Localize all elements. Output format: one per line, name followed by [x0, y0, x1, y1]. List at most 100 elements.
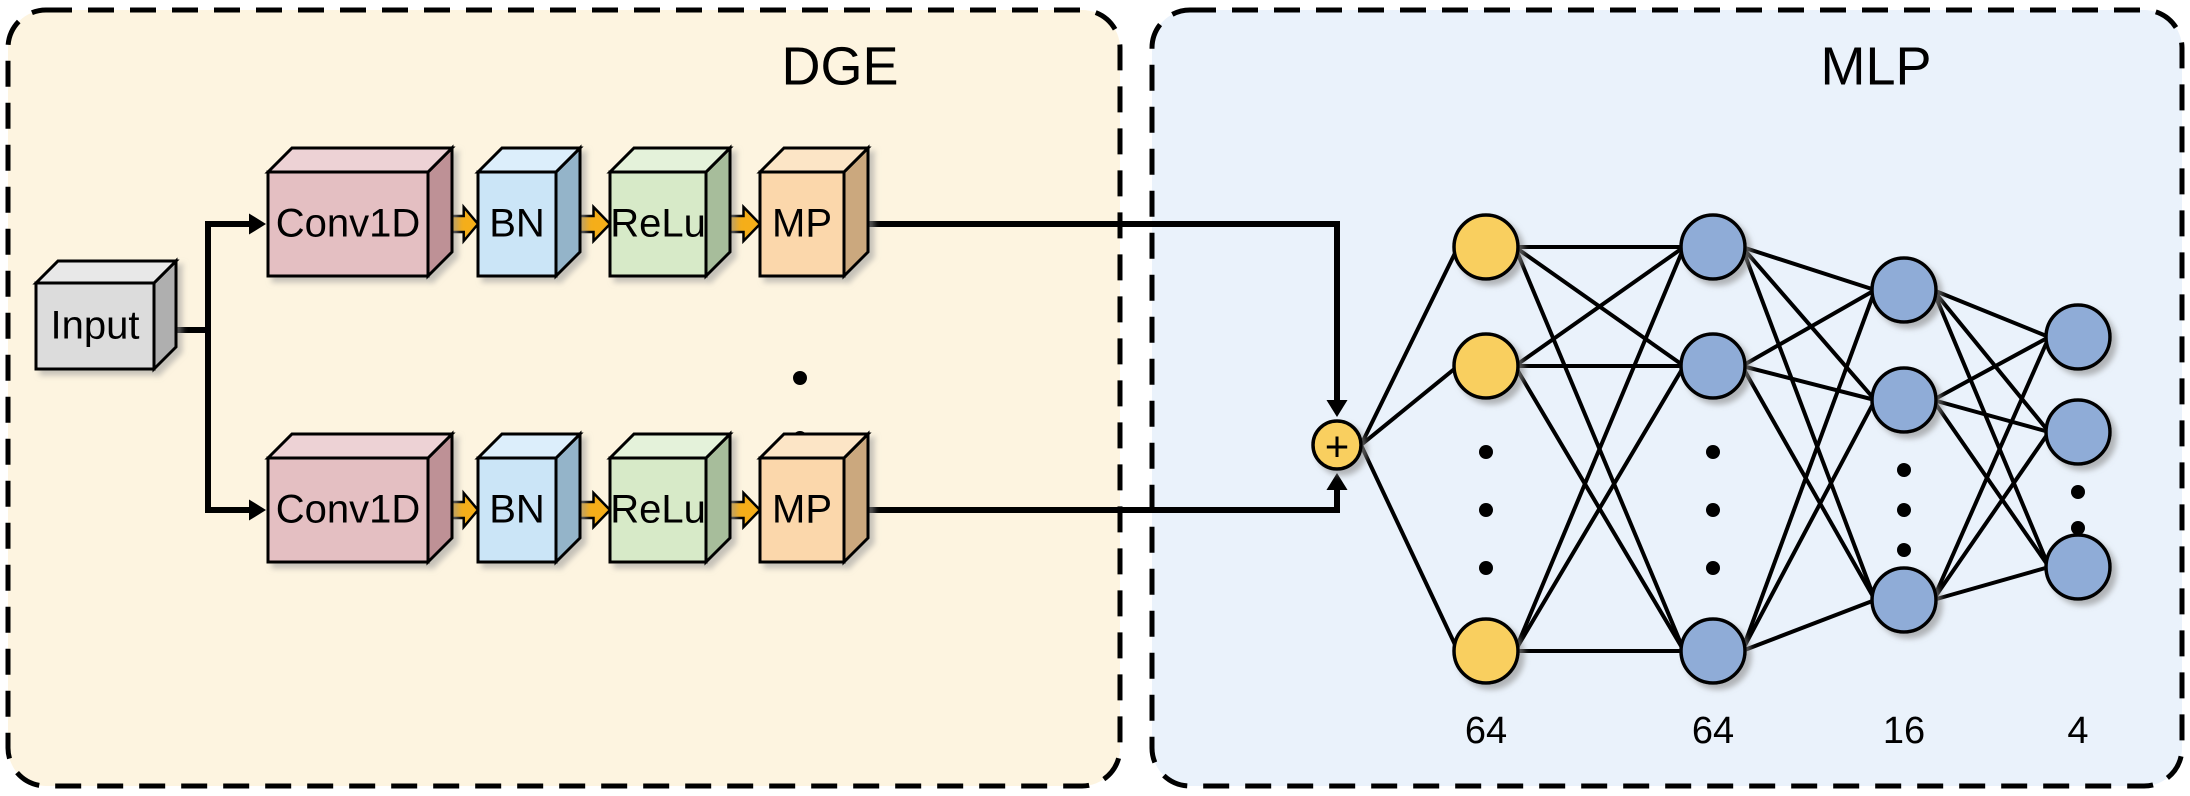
panel-dge	[5, 7, 1123, 789]
ellipsis-dot-mlp-input-2	[1706, 561, 1720, 575]
block-front-face	[476, 170, 558, 278]
sum-node	[1311, 419, 1363, 471]
blocks-layer	[32, 144, 872, 566]
block-bn-top	[474, 144, 584, 280]
edge-mlp-hidden-0-to-mlp-output-2	[1931, 289, 2051, 568]
block-relu-bottom	[606, 430, 734, 566]
flow-lines-layer	[173, 203, 1348, 531]
arrow-bn-top-to-relu-top	[578, 203, 612, 245]
ellipsis-dot-mlp-hidden-2	[1897, 543, 1911, 557]
edge-mlp-hidden-2-to-mlp-output-0	[1931, 336, 2051, 601]
arrowhead-sum-bottom	[1326, 473, 1348, 490]
ellipsis-dot-mlp-hidden-0	[1897, 463, 1911, 477]
layer-size-label-mlp-hidden: 16	[1883, 710, 1925, 752]
edge-dge-output-1-to-mlp-input-0	[1513, 245, 1686, 368]
neuron-mlp-hidden-2	[1870, 566, 1938, 634]
arrow-relu-top-to-mp-top	[728, 203, 762, 245]
neuron-dge-output-2	[1452, 617, 1520, 685]
edge-mlp-input-0-to-mlp-hidden-0	[1741, 245, 1876, 292]
layer-size-label-mlp-input: 64	[1692, 710, 1734, 752]
arrow-conv1d-bottom-to-bn-bottom	[450, 489, 480, 531]
block-front-face	[34, 281, 156, 371]
edge-mlp-input-2-to-mlp-hidden-0	[1740, 289, 1877, 652]
arrow-bn-bottom-to-relu-bottom	[578, 489, 612, 531]
neuron-mlp-hidden-0	[1870, 256, 1938, 324]
block-label-relu-top: ReLu	[610, 202, 706, 246]
block-top-face	[264, 432, 456, 460]
edge-mlp-input-1-to-mlp-hidden-2	[1740, 365, 1877, 601]
block-label-relu-bottom: ReLu	[610, 488, 706, 532]
block-mp-top	[756, 144, 872, 280]
edge-dge-output-2-to-mlp-input-1	[1513, 364, 1686, 653]
panel-title-mlp: MLP	[1820, 36, 1931, 96]
block-relu-top	[606, 144, 734, 280]
arrowhead-branch-top	[249, 213, 266, 235]
branch-ellipsis-dot-1	[793, 371, 807, 385]
block-label-bn-top: BN	[489, 202, 545, 246]
edge-mlp-hidden-2-to-mlp-output-1	[1931, 430, 2051, 602]
block-label-conv1d-bottom: Conv1D	[276, 488, 421, 532]
block-top-face	[264, 146, 456, 174]
arrow-relu-bottom-to-mp-bottom	[728, 489, 762, 531]
neuron-mlp-input-0	[1679, 213, 1747, 281]
neuron-mlp-input-1	[1679, 332, 1747, 400]
edge-mlp-input-1-to-mlp-hidden-0	[1741, 288, 1876, 368]
network-edges-layer	[1359, 245, 2051, 653]
block-mp-bottom	[756, 430, 872, 566]
edge-sum-to-dge-1	[1359, 364, 1460, 447]
neuron-dge-output-0	[1452, 213, 1520, 281]
block-label-input: Input	[51, 304, 140, 348]
edge-mlp-input-2-to-mlp-hidden-2	[1741, 598, 1876, 653]
block-top-face	[32, 259, 180, 285]
neuron-mlp-hidden-1	[1870, 366, 1938, 434]
block-front-face	[608, 456, 708, 564]
sum-node-label: +	[1325, 423, 1350, 470]
ellipsis-dot-dge-output-1	[1479, 503, 1493, 517]
block-front-face	[758, 170, 846, 278]
edge-mlp-hidden-2-to-mlp-output-2	[1932, 565, 2050, 602]
edge-dge-output-2-to-mlp-input-0	[1513, 246, 1686, 652]
block-conv1d-top	[264, 144, 456, 280]
edge-mlp-input-0-to-mlp-hidden-1	[1740, 245, 1877, 402]
edge-mlp-hidden-0-to-mlp-output-1	[1931, 288, 2051, 434]
neuron-dge-output-1	[1452, 332, 1520, 400]
block-front-face	[266, 456, 430, 564]
block-front-face	[608, 170, 708, 278]
edge-sum-to-dge-0	[1359, 246, 1460, 446]
ellipsis-dot-mlp-input-1	[1706, 503, 1720, 517]
block-bn-bottom	[474, 430, 584, 566]
ellipsis-dot-mlp-output-1	[2071, 521, 2085, 535]
edge-mlp-input-2-to-mlp-hidden-1	[1740, 399, 1877, 652]
edge-mlp-input-0-to-mlp-hidden-2	[1740, 246, 1877, 601]
block-label-mp-bottom: MP	[772, 488, 832, 532]
block-front-face	[476, 456, 558, 564]
ellipsis-dot-mlp-output-0	[2071, 485, 2085, 499]
block-label-conv1d-top: Conv1D	[276, 202, 421, 246]
block-front-face	[266, 170, 430, 278]
edge-mlp-hidden-1-to-mlp-output-1	[1932, 398, 2050, 434]
neuron-mlp-output-0	[2044, 303, 2112, 371]
ellipsis-dot-dge-output-2	[1479, 561, 1493, 575]
block-conv1d-bottom	[264, 430, 456, 566]
edge-mlp-hidden-1-to-mlp-output-0	[1932, 335, 2050, 402]
panels-layer	[5, 7, 2185, 789]
block-label-mp-top: MP	[772, 202, 832, 246]
ellipsis-dot-dge-output-0	[1479, 445, 1493, 459]
layer-size-label-mlp-output: 4	[2067, 710, 2088, 752]
edge-mlp-input-1-to-mlp-hidden-1	[1741, 364, 1876, 402]
neuron-mlp-output-1	[2044, 398, 2112, 466]
edge-mlp-hidden-1-to-mlp-output-2	[1931, 398, 2051, 569]
edge-mlp-hidden-0-to-mlp-output-0	[1932, 288, 2050, 339]
arrowhead-branch-bottom	[249, 499, 266, 521]
arrowhead-sum-top	[1326, 400, 1348, 417]
block-label-bn-bottom: BN	[489, 488, 545, 532]
layer-size-label-dge-output: 64	[1465, 710, 1507, 752]
neuron-nodes-layer	[1311, 213, 2112, 685]
ellipsis-dot-mlp-hidden-1	[1897, 503, 1911, 517]
edge-sum-to-dge-2	[1359, 444, 1460, 652]
block-front-face	[758, 456, 846, 564]
arrow-conv1d-top-to-bn-top	[450, 203, 480, 245]
